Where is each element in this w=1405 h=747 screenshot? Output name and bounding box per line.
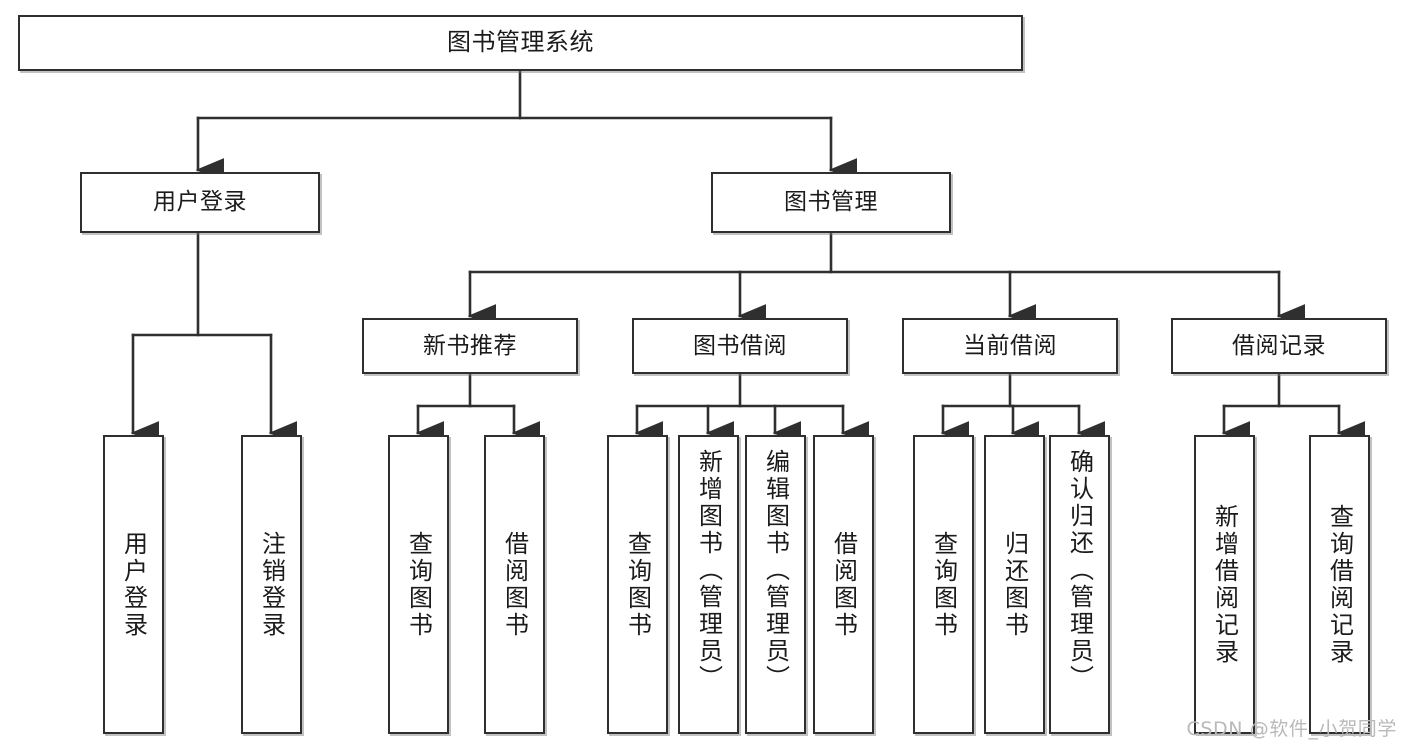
node-label: 新书推荐 <box>423 332 517 359</box>
node-label: 确认归还（管理员） <box>1065 449 1094 692</box>
node-label: 用户登录 <box>153 189 247 216</box>
node-label: 注销登录 <box>257 530 286 639</box>
node-label: 查询图书 <box>404 530 433 639</box>
leaf-edit-book-admin[interactable]: 编辑图书（管理员） <box>745 435 806 734</box>
node-label: 查询图书 <box>623 530 652 639</box>
leaf-logout[interactable]: 注销登录 <box>241 435 302 734</box>
leaf-add-book-admin[interactable]: 新增图书（管理员） <box>678 435 739 734</box>
leaf-query-book-current[interactable]: 查询图书 <box>913 435 974 734</box>
leaf-borrow-book-recommend[interactable]: 借阅图书 <box>484 435 545 734</box>
node-label: 归还图书 <box>1000 530 1029 639</box>
node-label: 新增借阅记录 <box>1210 503 1239 666</box>
leaf-add-borrow-record[interactable]: 新增借阅记录 <box>1194 435 1255 734</box>
node-label: 查询借阅记录 <box>1325 503 1354 666</box>
leaf-return-book[interactable]: 归还图书 <box>984 435 1045 734</box>
node-label: 编辑图书（管理员） <box>761 449 790 692</box>
leaf-confirm-return-admin[interactable]: 确认归还（管理员） <box>1049 435 1110 734</box>
node-label: 当前借阅 <box>963 332 1057 359</box>
node-book-management[interactable]: 图书管理 <box>711 172 951 233</box>
node-current-borrow[interactable]: 当前借阅 <box>902 318 1118 374</box>
node-user-login[interactable]: 用户登录 <box>80 172 320 233</box>
node-label: 图书管理系统 <box>447 28 594 57</box>
node-label: 新增图书（管理员） <box>694 449 723 692</box>
node-label: 图书管理 <box>784 189 878 216</box>
leaf-user-login[interactable]: 用户登录 <box>103 435 164 734</box>
leaf-query-borrow-record[interactable]: 查询借阅记录 <box>1309 435 1370 734</box>
node-label: 用户登录 <box>119 530 148 639</box>
leaf-query-book-recommend[interactable]: 查询图书 <box>388 435 449 734</box>
node-label: 借阅图书 <box>829 530 858 639</box>
node-label: 查询图书 <box>929 530 958 639</box>
leaf-query-book-borrow[interactable]: 查询图书 <box>607 435 668 734</box>
node-label: 借阅记录 <box>1232 332 1326 359</box>
csdn-watermark: CSDN @软件_小贺同学 <box>1186 718 1397 740</box>
leaf-borrow-book[interactable]: 借阅图书 <box>813 435 874 734</box>
node-new-book-recommend[interactable]: 新书推荐 <box>362 318 578 374</box>
node-borrow-record[interactable]: 借阅记录 <box>1171 318 1387 374</box>
node-label: 图书借阅 <box>693 332 787 359</box>
node-book-borrow[interactable]: 图书借阅 <box>632 318 848 374</box>
node-root-book-management-system[interactable]: 图书管理系统 <box>18 15 1023 71</box>
node-label: 借阅图书 <box>500 530 529 639</box>
